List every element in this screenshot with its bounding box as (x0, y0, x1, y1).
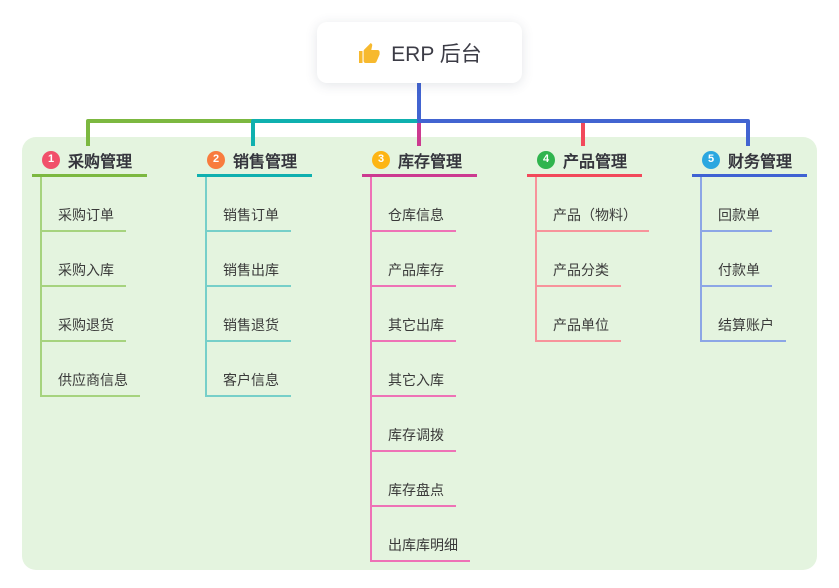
branch-children: 产品（物料） 产品分类产品单位 (535, 177, 649, 342)
branch-children: 采购订单采购入库采购退货供应商信息 (40, 177, 140, 397)
branch-header[interactable]: 5 财务管理 (692, 145, 807, 177)
child-label: 产品（物料） (553, 207, 637, 223)
child-label: 仓库信息 (388, 207, 444, 223)
child-label: 采购退货 (58, 317, 114, 333)
thumbs-up-icon (359, 42, 380, 63)
child-node[interactable]: 其它入库 (372, 342, 456, 397)
branch: 1 采购管理 采购订单采购入库采购退货供应商信息 (32, 145, 147, 397)
child-node[interactable]: 出库库明细 (372, 507, 470, 562)
child-node[interactable]: 仓库信息 (372, 177, 456, 232)
child-node[interactable]: 供应商信息 (42, 342, 140, 397)
child-label: 产品库存 (388, 262, 444, 278)
branch-label: 财务管理 (728, 153, 793, 171)
child-label: 回款单 (718, 207, 760, 223)
child-label: 付款单 (718, 262, 760, 278)
branch: 2 销售管理 销售订单销售出库销售退货客户信息 (197, 145, 312, 397)
child-label: 库存盘点 (388, 482, 444, 498)
child-label: 采购订单 (58, 207, 114, 223)
child-label: 库存调拨 (388, 427, 444, 443)
child-node[interactable]: 产品单位 (537, 287, 621, 342)
child-node[interactable]: 产品分类 (537, 232, 621, 287)
branch-number-badge: 1 (42, 150, 60, 169)
child-node[interactable]: 销售退货 (207, 287, 291, 342)
child-node[interactable]: 采购退货 (42, 287, 126, 342)
child-node[interactable]: 采购订单 (42, 177, 126, 232)
child-node[interactable]: 结算账户 (702, 287, 786, 342)
branch-number-badge: 4 (537, 150, 555, 169)
child-node[interactable]: 其它出库 (372, 287, 456, 342)
child-node[interactable]: 库存盘点 (372, 452, 456, 507)
child-label: 供应商信息 (58, 372, 128, 388)
child-label: 其它出库 (388, 317, 444, 333)
branch-label: 库存管理 (398, 153, 463, 171)
child-label: 销售订单 (223, 207, 279, 223)
branch-number-badge: 5 (702, 150, 720, 169)
branch-number-badge: 3 (372, 150, 390, 169)
branch: 3 库存管理 仓库信息产品库存其它出库其它入库库存调拨库存盘点出库库明细 (362, 145, 477, 562)
branch: 4 产品管理 产品（物料） 产品分类产品单位 (527, 145, 649, 342)
child-label: 出库库明细 (388, 537, 458, 553)
root-title: ERP 后台 (391, 42, 482, 66)
child-node[interactable]: 客户信息 (207, 342, 291, 397)
child-label: 客户信息 (223, 372, 279, 388)
branch-header[interactable]: 1 采购管理 (32, 145, 147, 177)
branch-label: 销售管理 (233, 153, 298, 171)
child-node[interactable]: 产品库存 (372, 232, 456, 287)
branch-children: 回款单付款单结算账户 (700, 177, 786, 342)
child-node[interactable]: 回款单 (702, 177, 772, 232)
child-node[interactable]: 销售订单 (207, 177, 291, 232)
child-label: 销售退货 (223, 317, 279, 333)
branch-label: 采购管理 (68, 153, 133, 171)
root-node[interactable]: ERP 后台 (317, 22, 522, 83)
branch-children: 销售订单销售出库销售退货客户信息 (205, 177, 291, 397)
child-label: 产品分类 (553, 262, 609, 278)
child-node[interactable]: 采购入库 (42, 232, 126, 287)
branch-label: 产品管理 (563, 153, 628, 171)
child-label: 其它入库 (388, 372, 444, 388)
branch-number-badge: 2 (207, 150, 225, 169)
child-label: 产品单位 (553, 317, 609, 333)
branch-header[interactable]: 3 库存管理 (362, 145, 477, 177)
child-label: 采购入库 (58, 262, 114, 278)
child-label: 销售出库 (223, 262, 279, 278)
branch: 5 财务管理 回款单付款单结算账户 (692, 145, 807, 342)
child-node[interactable]: 库存调拨 (372, 397, 456, 452)
branch-header[interactable]: 4 产品管理 (527, 145, 642, 177)
branch-header[interactable]: 2 销售管理 (197, 145, 312, 177)
child-node[interactable]: 销售出库 (207, 232, 291, 287)
child-label: 结算账户 (718, 317, 774, 333)
child-node[interactable]: 付款单 (702, 232, 772, 287)
branch-children: 仓库信息产品库存其它出库其它入库库存调拨库存盘点出库库明细 (370, 177, 470, 562)
mindmap-panel (22, 137, 817, 570)
child-node[interactable]: 产品（物料） (537, 177, 649, 232)
